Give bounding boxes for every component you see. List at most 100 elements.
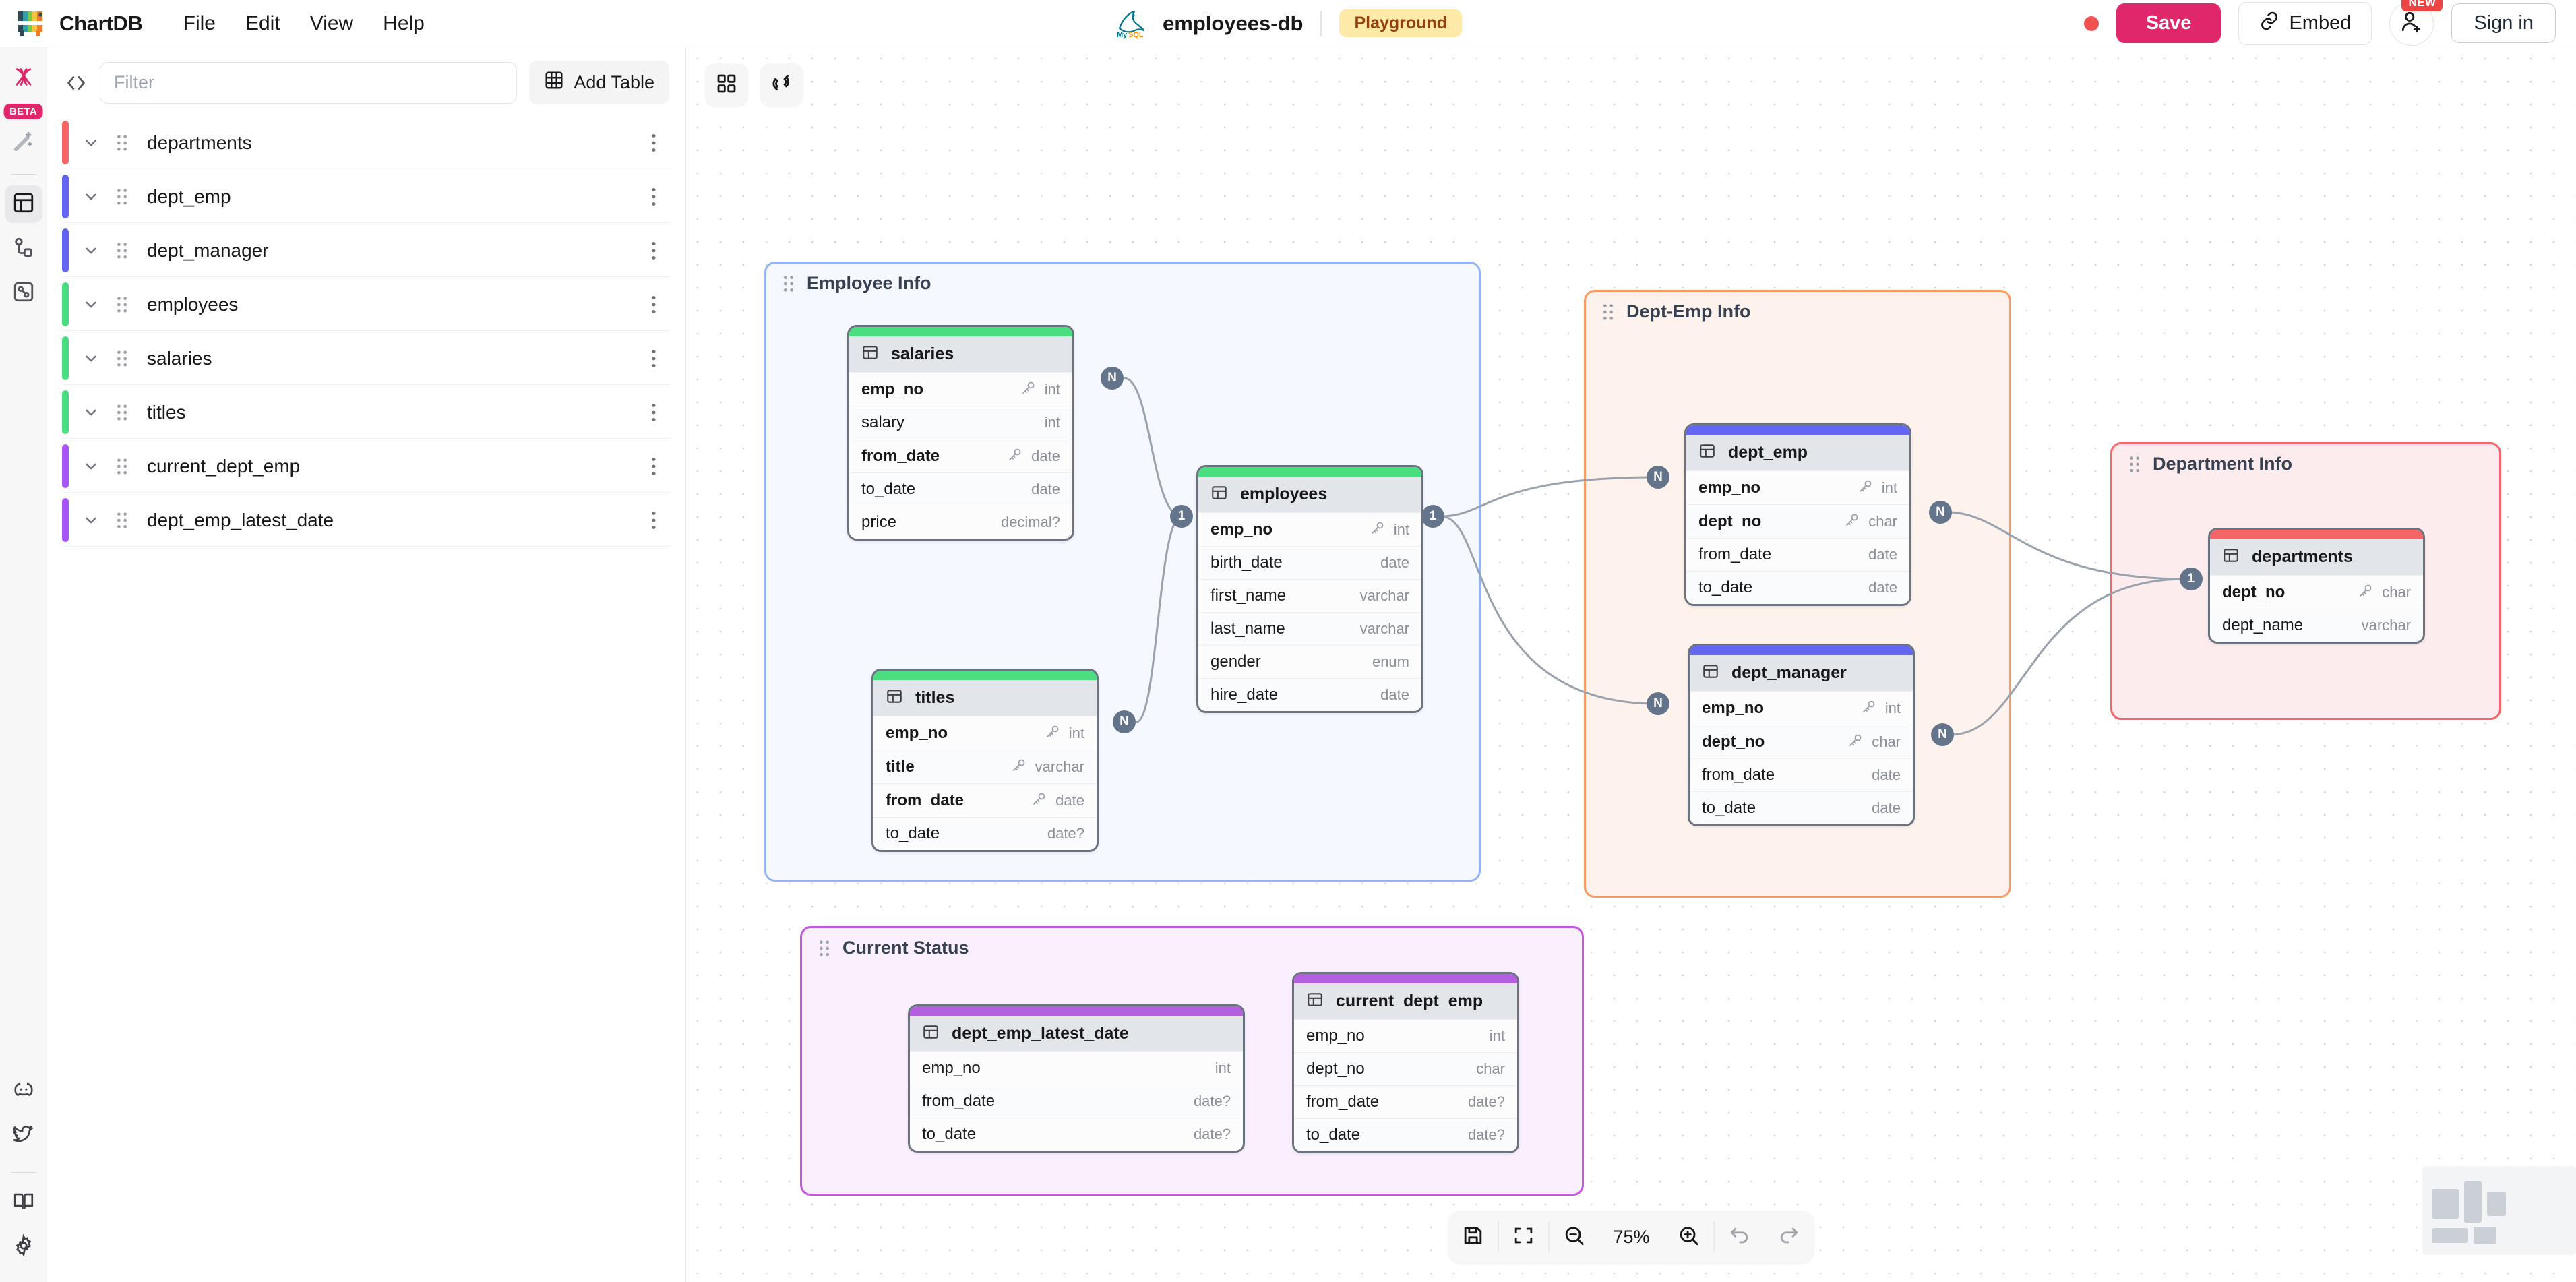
rail-item-discord[interactable] xyxy=(5,1072,42,1110)
list-item[interactable]: dept_emp xyxy=(62,171,671,223)
sign-in-button[interactable]: Sign in xyxy=(2451,3,2556,43)
chevron-down-icon[interactable] xyxy=(82,404,100,421)
list-item[interactable]: current_dept_emp xyxy=(62,440,671,493)
fit-to-screen-button[interactable] xyxy=(1499,1211,1549,1263)
table-node-header[interactable]: dept_emp_latest_date xyxy=(910,1016,1243,1051)
rail-item-smart-suggestions[interactable]: BETA xyxy=(3,104,43,156)
drag-handle-icon[interactable] xyxy=(115,187,129,206)
redo-button[interactable] xyxy=(1765,1211,1814,1263)
more-options-icon[interactable] xyxy=(646,133,661,153)
rail-item-tables[interactable] xyxy=(4,185,42,223)
drag-handle-icon[interactable] xyxy=(115,511,129,530)
add-table-button[interactable]: Add Table xyxy=(529,61,669,104)
chevron-down-icon[interactable] xyxy=(82,296,100,313)
code-brackets-icon[interactable] xyxy=(65,71,88,94)
rail-item-docs[interactable] xyxy=(5,1184,42,1221)
rail-item-twitter[interactable] xyxy=(5,1117,42,1155)
zoom-level[interactable]: 75% xyxy=(1613,1226,1650,1247)
list-item[interactable]: dept_manager xyxy=(62,224,671,277)
zoom-in-button[interactable] xyxy=(1664,1211,1714,1263)
more-options-icon[interactable] xyxy=(646,402,661,423)
drag-handle-icon[interactable] xyxy=(781,274,796,293)
menu-edit[interactable]: Edit xyxy=(245,11,280,34)
save-diagram-button[interactable] xyxy=(1448,1211,1498,1263)
more-options-icon[interactable] xyxy=(646,348,661,369)
rail-item-relationships[interactable] xyxy=(5,230,42,268)
drag-handle-icon[interactable] xyxy=(1601,303,1616,322)
snap-to-grid-button[interactable] xyxy=(760,63,803,106)
list-item[interactable]: departments xyxy=(62,117,671,169)
more-options-icon[interactable] xyxy=(646,510,661,530)
table-node-header[interactable]: departments xyxy=(2210,539,2423,575)
chevron-down-icon[interactable] xyxy=(82,134,100,152)
menu-view[interactable]: View xyxy=(309,11,354,34)
rail-item-settings[interactable] xyxy=(5,1228,42,1266)
drag-handle-icon[interactable] xyxy=(115,403,129,422)
list-item[interactable]: dept_emp_latest_date xyxy=(62,494,671,547)
more-options-icon[interactable] xyxy=(646,456,661,477)
drag-handle-icon[interactable] xyxy=(2127,455,2142,474)
menu-help[interactable]: Help xyxy=(383,11,425,34)
rail-item-dependencies[interactable] xyxy=(5,274,42,312)
drag-handle-icon[interactable] xyxy=(115,349,129,368)
more-options-icon[interactable] xyxy=(646,241,661,261)
list-item[interactable]: titles xyxy=(62,386,671,439)
table-node-header[interactable]: employees xyxy=(1198,477,1421,512)
drag-handle-icon[interactable] xyxy=(115,241,129,260)
embed-button[interactable]: Embed xyxy=(2238,1,2372,45)
rail-item-chartdb-ai[interactable] xyxy=(5,59,42,97)
chevron-down-icon[interactable] xyxy=(82,512,100,529)
table-node-header[interactable]: titles xyxy=(873,680,1097,716)
save-button[interactable]: Save xyxy=(2116,3,2221,43)
chevron-down-icon[interactable] xyxy=(82,350,100,367)
chevron-down-icon[interactable] xyxy=(82,242,100,260)
more-options-icon[interactable] xyxy=(646,295,661,315)
chevron-down-icon[interactable] xyxy=(82,458,100,475)
list-item[interactable]: salaries xyxy=(62,332,671,385)
undo-button[interactable] xyxy=(1715,1211,1765,1263)
filter-input[interactable] xyxy=(100,61,518,104)
table-node-header[interactable]: dept_emp xyxy=(1686,435,1909,470)
account-button[interactable]: NEW xyxy=(2389,0,2443,46)
table-node-header[interactable]: current_dept_emp xyxy=(1294,983,1517,1019)
table-node-header[interactable]: salaries xyxy=(849,336,1072,372)
drag-handle-icon[interactable] xyxy=(115,457,129,476)
